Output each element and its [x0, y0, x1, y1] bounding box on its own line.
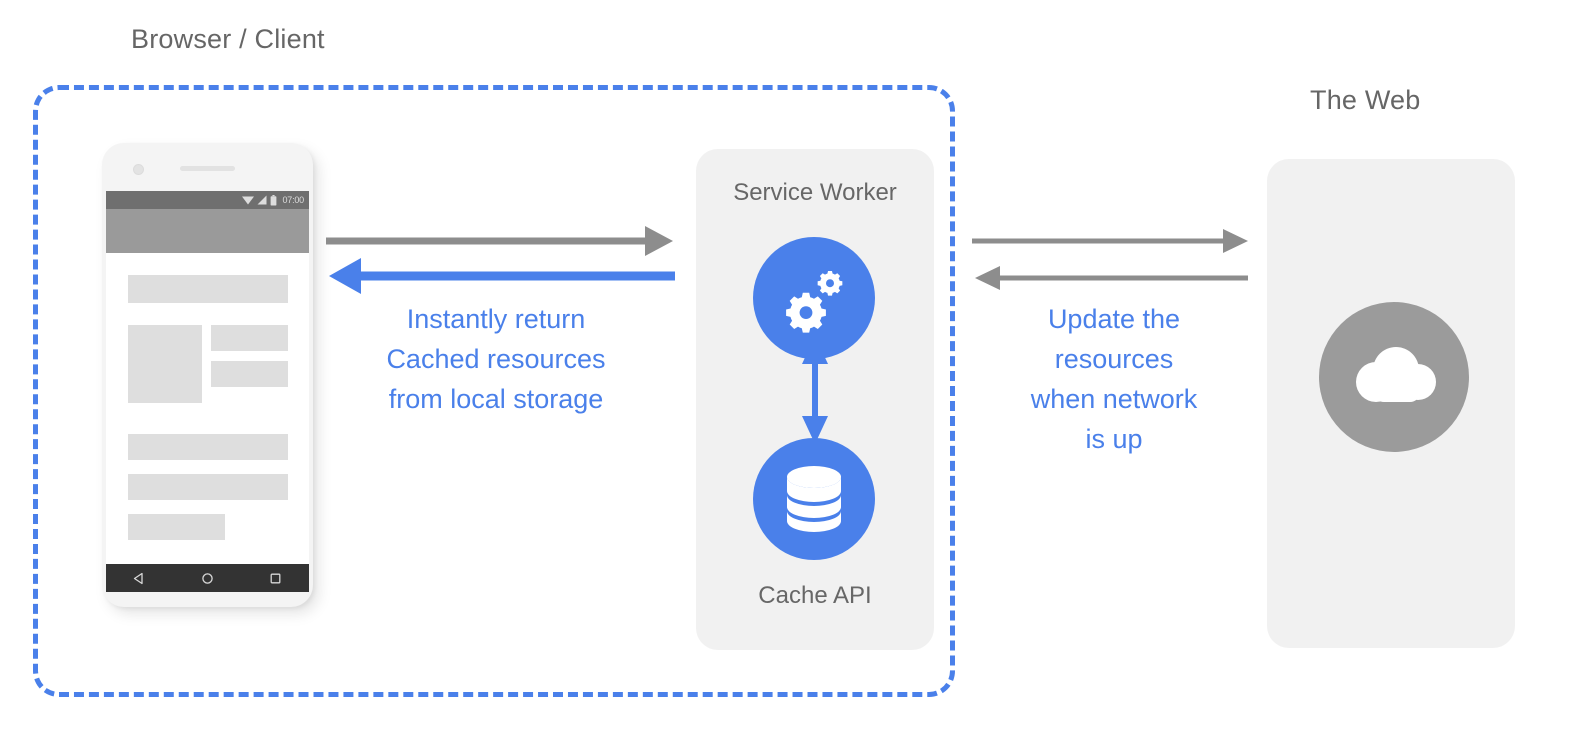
wifi-icon [242, 196, 255, 205]
skeleton-block [211, 361, 288, 387]
phone-status-time: 07:00 [282, 195, 304, 205]
arrow-service-worker-to-web [972, 229, 1248, 253]
recents-square-icon[interactable] [269, 572, 282, 585]
cache-api-database-badge [753, 438, 875, 560]
phone-content-skeleton [106, 253, 309, 564]
web-cloud-badge [1319, 302, 1469, 452]
phone-status-bar: 07:00 [106, 191, 309, 209]
back-triangle-icon[interactable] [133, 572, 146, 585]
gears-icon [786, 270, 843, 333]
cloud-icon [1356, 347, 1436, 402]
phone-mockup: 07:00 [102, 143, 313, 607]
skeleton-block [128, 514, 225, 540]
the-web-panel [1267, 159, 1515, 648]
skeleton-block [128, 474, 288, 500]
phone-status-icons: 07:00 [242, 191, 304, 209]
camera-icon [133, 164, 144, 175]
browser-client-boundary [33, 85, 955, 697]
right-flow-caption: Update the resources when network is up [1030, 304, 1198, 454]
the-web-label: The Web [1310, 85, 1421, 115]
skeleton-block [211, 325, 288, 351]
browser-client-label: Browser / Client [131, 24, 325, 54]
battery-icon [271, 194, 277, 205]
phone-app-bar [106, 209, 309, 253]
skeleton-block [128, 325, 202, 403]
skeleton-block [128, 434, 288, 460]
phone-screen: 07:00 [106, 191, 309, 564]
database-icon [787, 466, 841, 532]
arrow-web-to-service-worker [975, 266, 1248, 290]
left-flow-caption: Instantly return Cached resources from l… [386, 304, 606, 414]
service-worker-panel: Service Worker [696, 149, 934, 650]
speaker-grill-icon [180, 166, 235, 171]
skeleton-block [128, 275, 288, 303]
phone-navigation-bar [106, 564, 309, 592]
cache-api-title: Cache API [758, 582, 872, 609]
service-worker-title: Service Worker [733, 179, 897, 206]
signal-icon [257, 195, 267, 205]
home-circle-icon[interactable] [201, 572, 214, 585]
service-worker-gears-badge [753, 237, 875, 359]
